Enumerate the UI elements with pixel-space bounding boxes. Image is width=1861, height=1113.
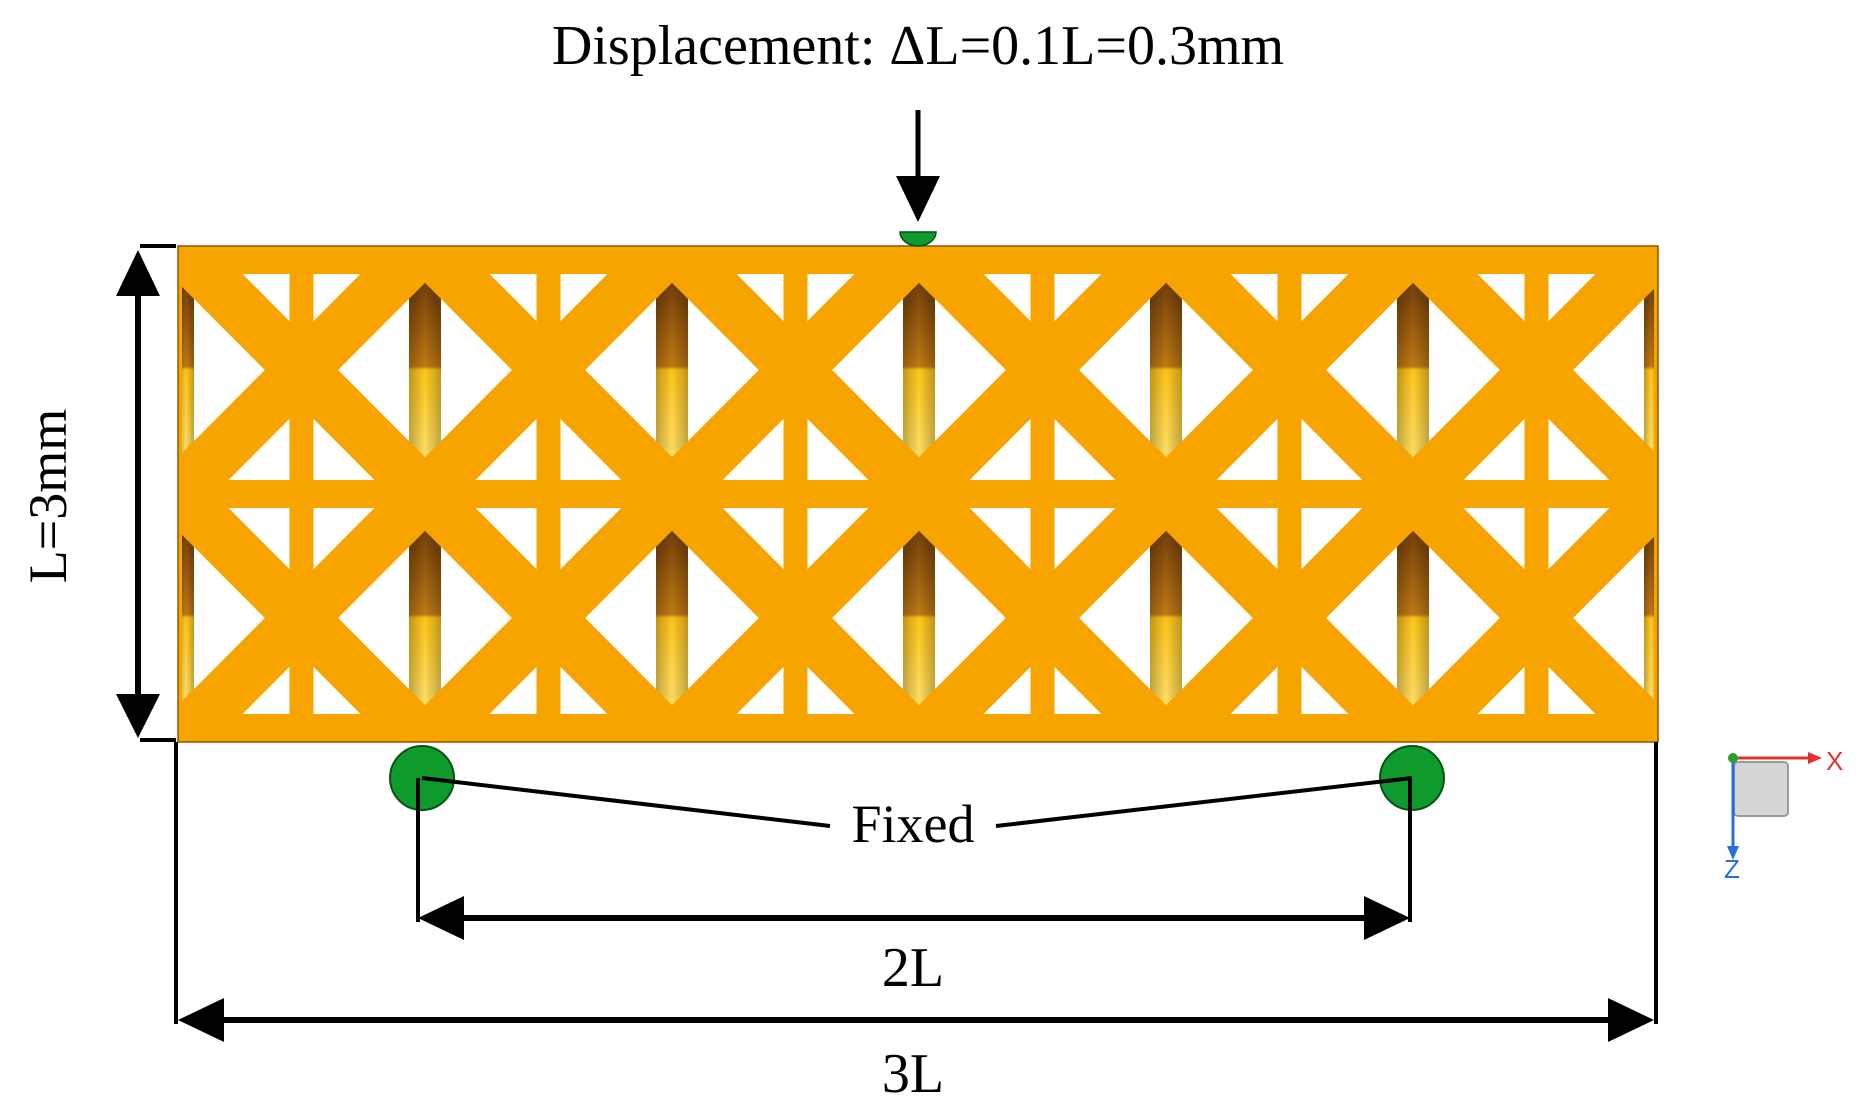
axis-x-label: X xyxy=(1826,746,1843,776)
height-label: L=3mm xyxy=(18,409,78,583)
fixed-label: Fixed xyxy=(851,794,974,854)
total-span-label: 3L xyxy=(882,1043,944,1105)
down-arrow-icon xyxy=(896,110,940,222)
lattice-beam xyxy=(177,245,1659,743)
support-span-dimension xyxy=(416,778,1412,940)
total-span-dimension xyxy=(174,742,1658,1042)
support-span-label: 2L xyxy=(882,937,944,999)
height-dimension xyxy=(116,244,176,742)
axis-triad-icon xyxy=(1727,752,1822,860)
displacement-label: Displacement: ΔL=0.1L=0.3mm xyxy=(552,15,1284,77)
load-point-marker xyxy=(899,231,937,247)
axis-z-label: Z xyxy=(1724,854,1740,884)
fixed-leader-lines xyxy=(421,776,1413,828)
